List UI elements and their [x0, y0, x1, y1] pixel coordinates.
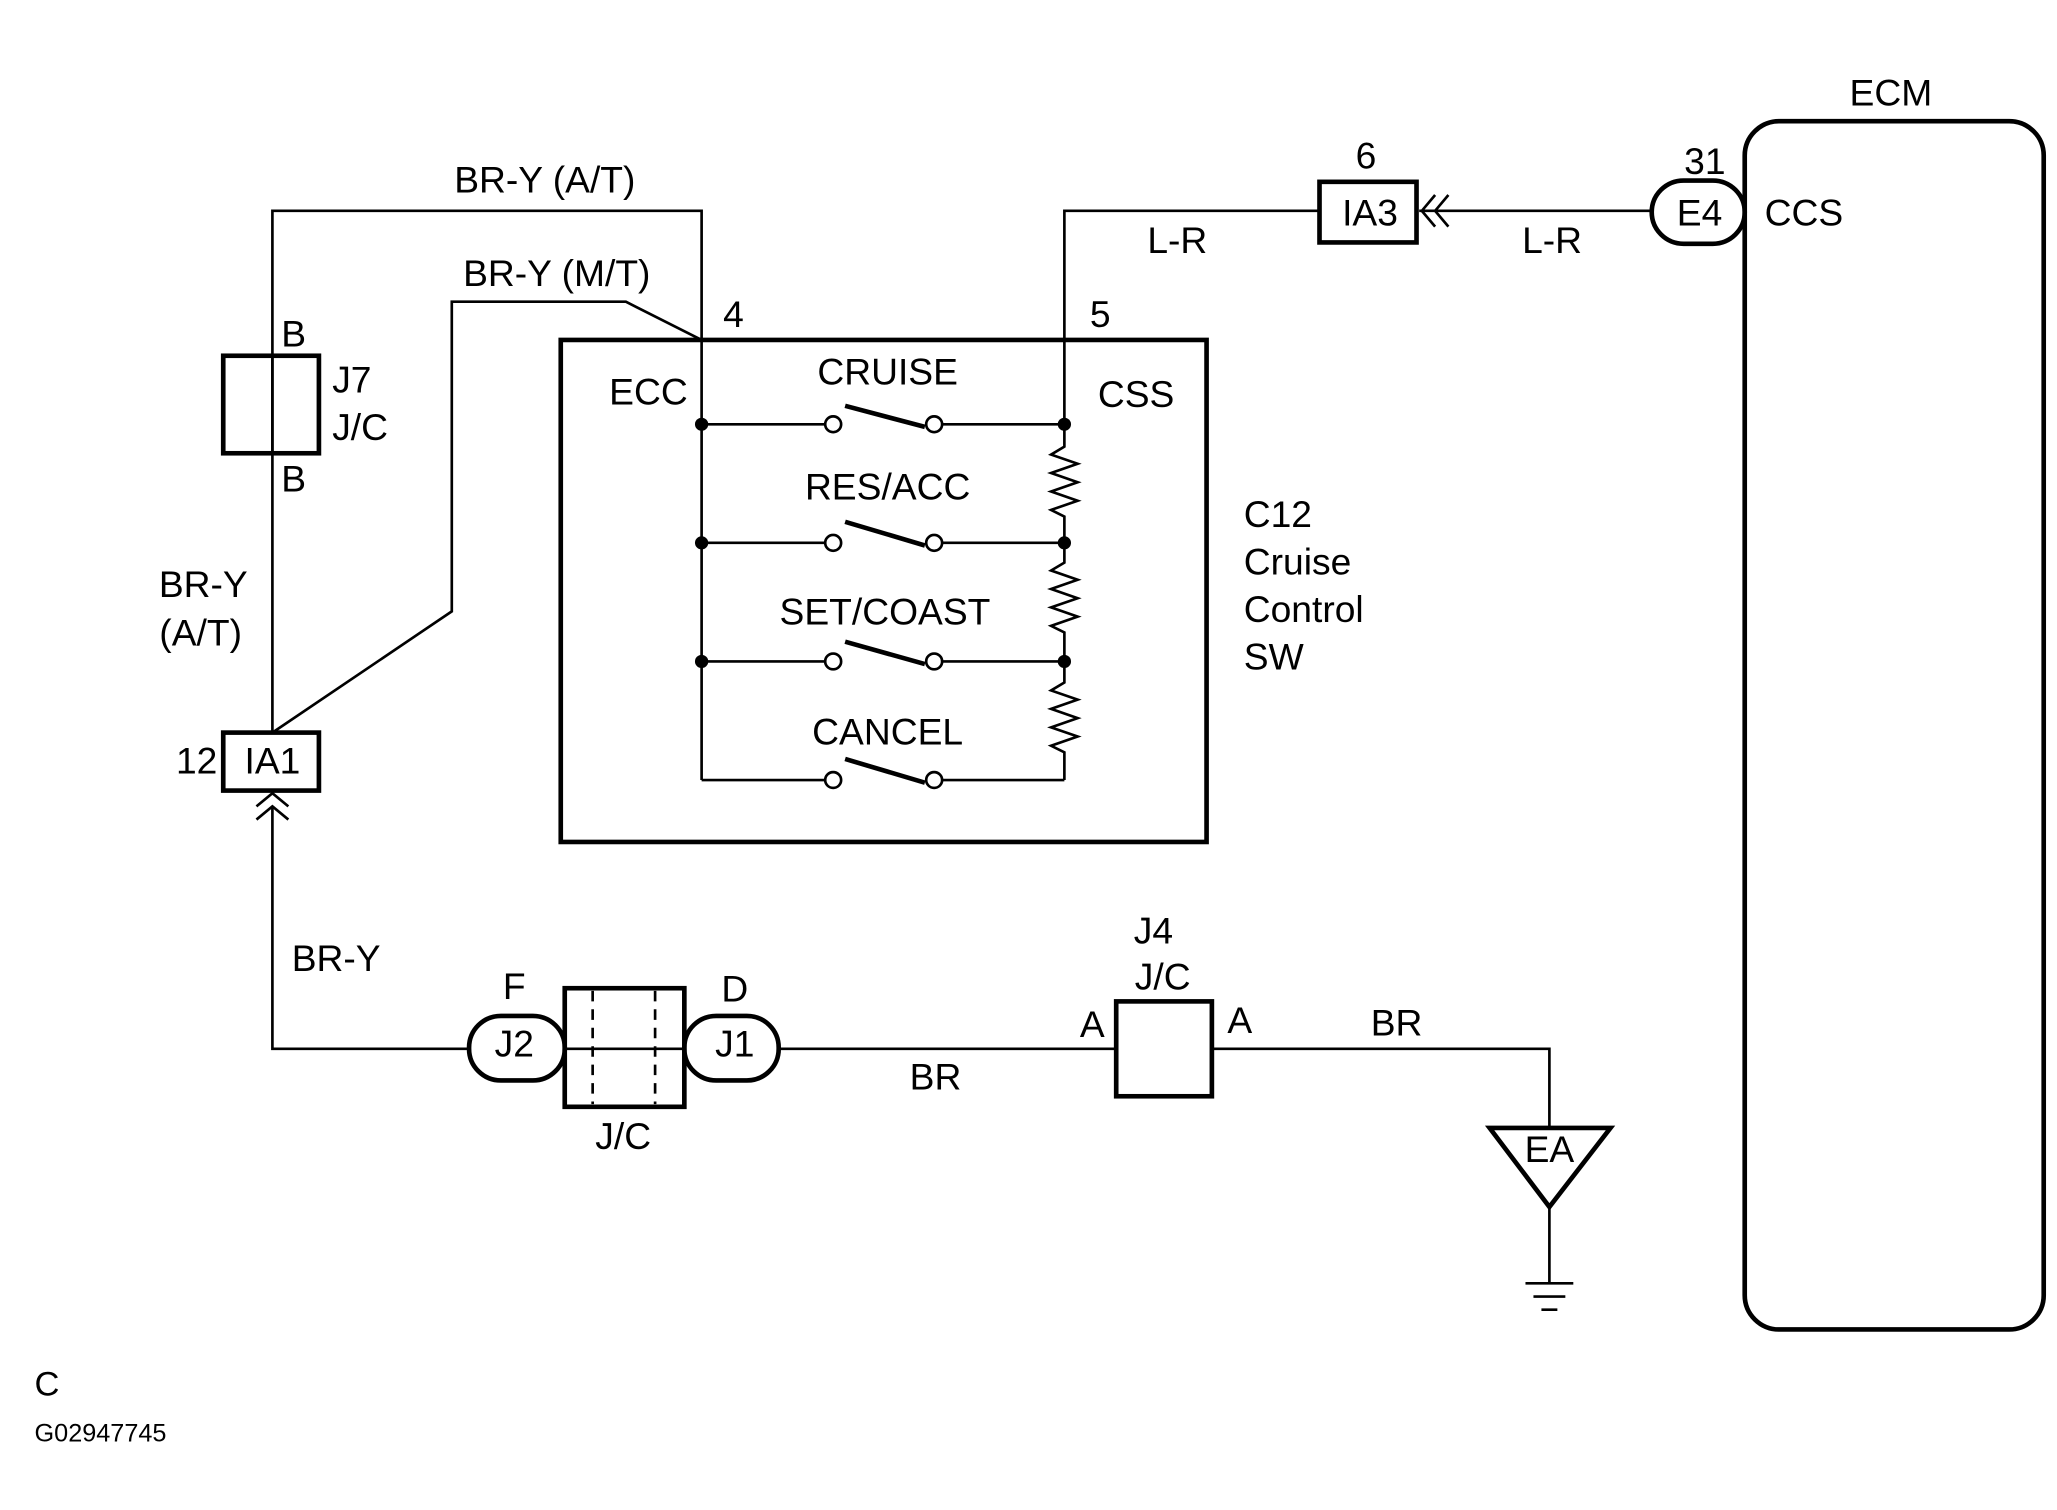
j7-type: J/C	[332, 406, 388, 448]
br-y-mt-label: BR-Y (M/T)	[463, 252, 650, 294]
set-coast-switch-contact-right	[924, 652, 944, 671]
c12-name-line-3: SW	[1244, 635, 1304, 677]
cruise-control-switch: 4 5 ECC CSS CRUISE RES/ACC	[558, 293, 1364, 845]
bottom-wiring: BR-Y BR BR	[271, 806, 1551, 1128]
junction-dot	[694, 654, 709, 669]
set-coast-switch-blade	[844, 639, 926, 667]
j4-junction: J4 J/C A A	[1080, 910, 1252, 1099]
j2-pin-label: F	[503, 965, 526, 1007]
cruise-switch-blade	[844, 403, 926, 430]
cancel-switch: CANCEL	[701, 711, 1065, 790]
j7-pin-bottom: B	[281, 458, 306, 500]
set-coast-switch-label: SET/COAST	[780, 591, 991, 633]
ia3-connector: 6 IA3	[1317, 135, 1450, 245]
cruise-switch: CRUISE	[701, 351, 1065, 434]
j7-pin-top: B	[281, 313, 306, 355]
j7-junction: B B J7 J/C	[220, 313, 388, 500]
res-acc-switch-contact-right	[924, 533, 944, 553]
br-y-at-label-top: BR-Y (A/T)	[454, 159, 635, 201]
j4-pin-right: A	[1227, 999, 1252, 1041]
br-wire-right	[1211, 1047, 1551, 1128]
br-wire-middle-label: BR	[910, 1056, 962, 1098]
ecm-outline	[1742, 118, 2047, 1332]
l-r-wire-left-segment	[1063, 209, 1320, 340]
junction-dot	[1057, 654, 1072, 669]
cancel-switch-contact-right	[924, 770, 944, 790]
ecc-terminal-label: ECC	[609, 371, 688, 413]
j1-connector-label: J1	[715, 1023, 754, 1065]
br-y-at-wire	[271, 209, 703, 781]
ia3-chevron-icon	[1420, 194, 1437, 228]
ecm-block: ECM 31 E4 CCS	[1649, 72, 2047, 1332]
j4-name: J4	[1134, 910, 1173, 952]
css-resistor-rail	[1047, 339, 1082, 781]
br-y-bottom-label: BR-Y	[292, 937, 381, 979]
junction-block: J2 F J/C J1 D	[466, 965, 782, 1157]
res-acc-switch-label: RES/ACC	[805, 466, 970, 508]
ground-point-triangle	[1484, 1125, 1616, 1211]
br-y-label-left: BR-Y	[159, 563, 248, 605]
junction-dot	[1057, 536, 1072, 550]
ecm-pin-number: 31	[1684, 140, 1725, 182]
ia1-pin-number: 12	[176, 740, 217, 782]
br-y-mt-wire	[271, 300, 703, 734]
set-coast-switch: SET/COAST	[701, 591, 1065, 671]
res-acc-switch: RES/ACC	[701, 466, 1065, 553]
junction-dot	[694, 417, 709, 431]
junction-dot	[1057, 417, 1072, 431]
l-r-wire: L-R L-R	[1063, 209, 1652, 340]
j1-pin-label: D	[721, 968, 748, 1010]
ia3-box	[1317, 179, 1419, 245]
cancel-switch-contact-left	[823, 770, 843, 790]
res-acc-switch-contact-left	[823, 533, 843, 553]
j4-type: J/C	[1135, 956, 1191, 998]
pin-4-label: 4	[723, 293, 744, 335]
c12-component-id: C12	[1244, 493, 1312, 535]
jc-label: J/C	[595, 1115, 651, 1157]
j4-pin-left: A	[1080, 1003, 1105, 1045]
ia1-chevron-icon	[255, 791, 290, 808]
diagram-code: C	[35, 1365, 60, 1403]
css-terminal-label: CSS	[1098, 373, 1175, 415]
j7-name: J7	[332, 359, 371, 401]
l-r-wire-label-right: L-R	[1522, 219, 1582, 261]
ccs-terminal-label: CCS	[1765, 191, 1844, 233]
cruise-switch-contact-right	[924, 415, 944, 434]
c12-name-line-2: Control	[1244, 588, 1364, 630]
ia1-connector: IA1 12	[176, 730, 322, 821]
ground-ea: EA	[1484, 1125, 1616, 1312]
junction-dot	[694, 536, 709, 550]
c12-outline	[558, 337, 1209, 845]
ia1-label: IA1	[244, 740, 300, 782]
cancel-switch-label: CANCEL	[812, 711, 963, 753]
c12-name-line-1: Cruise	[1244, 541, 1352, 583]
br-y-wires: BR-Y (A/T) BR-Y (M/T) BR-Y (A/T)	[159, 159, 703, 781]
l-r-wire-label-left: L-R	[1147, 219, 1207, 261]
figure-id: G02947745	[35, 1420, 167, 1448]
ia1-box	[220, 730, 322, 793]
pin-5-label: 5	[1090, 293, 1111, 335]
j4-box	[1113, 999, 1215, 1099]
cruise-switch-contact-left	[823, 415, 843, 434]
ecm-label: ECM	[1850, 72, 1933, 114]
res-acc-switch-blade	[844, 519, 926, 548]
cruise-switch-label: CRUISE	[817, 351, 958, 393]
ia3-label: IA3	[1342, 191, 1398, 233]
j2-connector-label: J2	[495, 1023, 534, 1065]
br-y-bottom-wire	[271, 806, 470, 1051]
j1-connector	[682, 1013, 782, 1083]
set-coast-switch-contact-left	[823, 652, 843, 671]
br-wire-right-label: BR	[1371, 1002, 1423, 1044]
cancel-switch-blade	[844, 756, 926, 785]
e4-connector-label: E4	[1677, 191, 1723, 233]
ia3-pin-number: 6	[1356, 135, 1377, 177]
br-y-at-label-left: (A/T)	[159, 612, 242, 654]
ground-point-label: EA	[1525, 1128, 1575, 1170]
ia3-chevron-icon-2	[1433, 194, 1450, 228]
